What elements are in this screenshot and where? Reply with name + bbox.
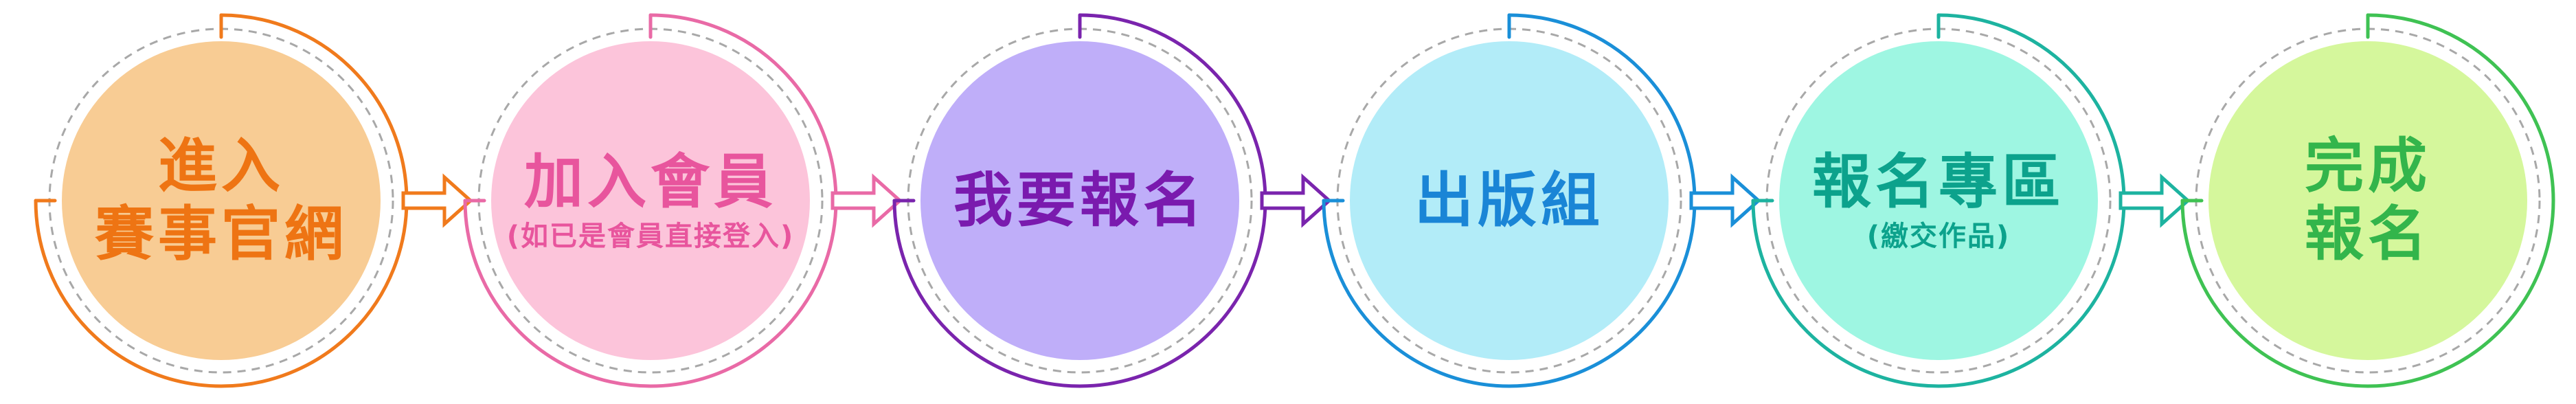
step-circle-join-member [491, 41, 810, 360]
step-title-line: 加入會員 [524, 147, 777, 216]
step-subtitle: (如已是會員直接登入) [506, 221, 795, 253]
step-circle-register [920, 41, 1239, 360]
step-label-join-member: 加入會員 (如已是會員直接登入) [506, 70, 795, 331]
step-circle-registration-area [1779, 41, 2098, 360]
step-title-line: 報名 [2305, 200, 2431, 269]
progress-arc [1751, 13, 2126, 388]
step-subtitle: (繳交作品) [1866, 221, 2011, 253]
progress-arc [463, 13, 838, 388]
arrow-connector [1260, 173, 1332, 228]
arrow-connector [401, 173, 473, 228]
step-circle-complete-registration [2208, 41, 2527, 360]
arrow-connector [1689, 173, 1761, 228]
progress-arc [1322, 13, 1697, 388]
progress-arc [34, 13, 409, 388]
progress-arc [892, 13, 1267, 388]
step-title-line: 賽事官網 [95, 200, 348, 269]
step-label-publishing-group: 出版組 [1365, 70, 1653, 331]
arrow-connector [831, 173, 903, 228]
step-label-registration-area: 報名專區 (繳交作品) [1794, 70, 2083, 331]
step-title-line: 報名專區 [1812, 147, 2065, 216]
arrow-connector [2119, 173, 2191, 228]
step-label-register: 我要報名 [936, 70, 1224, 331]
step-title-line: 我要報名 [953, 166, 1206, 235]
step-circle-enter-official-site [62, 41, 381, 360]
step-title-line: 進入 [158, 132, 284, 201]
step-title-line: 出版組 [1414, 166, 1604, 235]
progress-arc [2180, 13, 2555, 388]
step-label-complete-registration: 完成報名 [2224, 70, 2512, 331]
step-title-line: 完成 [2305, 132, 2431, 201]
step-circle-publishing-group [1350, 41, 1669, 360]
step-label-enter-official-site: 進入賽事官網 [77, 70, 365, 331]
